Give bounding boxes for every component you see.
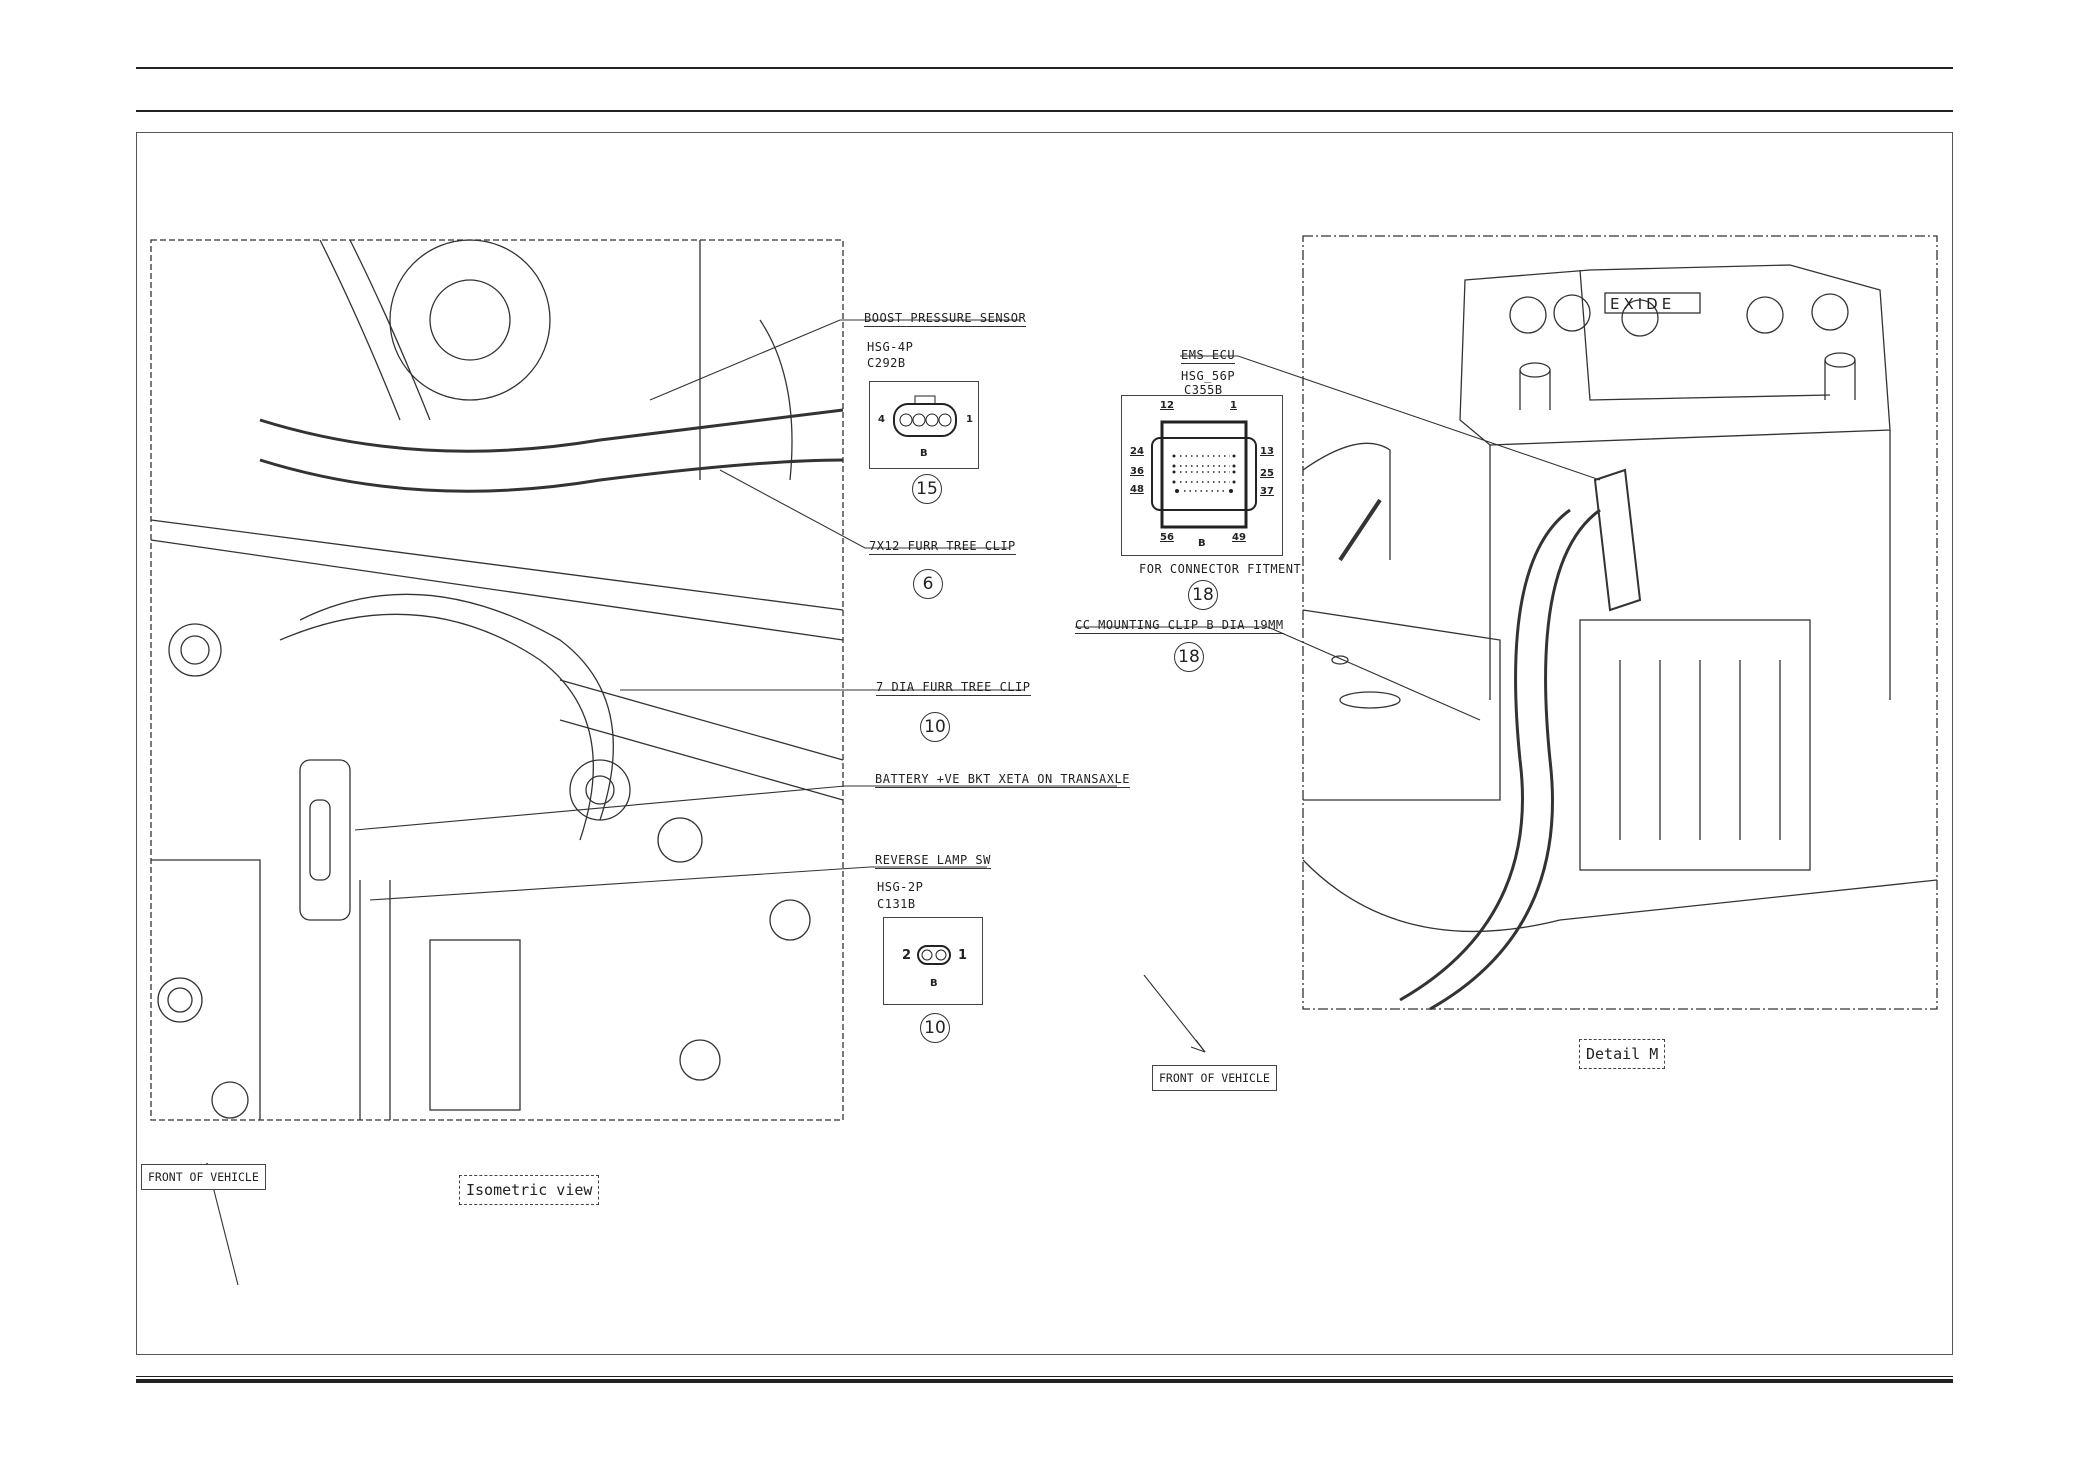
connector-2p-icon: [917, 945, 951, 965]
item-number-6: 6: [913, 569, 943, 599]
pin-label: 48: [1130, 484, 1144, 495]
pin-label: 56: [1160, 532, 1174, 543]
callout-7-dia-furr-tree-clip: 7 DIA FURR TREE CLIP: [876, 680, 1031, 696]
side-label: B: [1198, 538, 1206, 549]
footer-rule-thin: [136, 1376, 1953, 1377]
detail-m-label: Detail M: [1579, 1039, 1666, 1069]
callout-battery-ve-bkt: BATTERY +VE BKT XETA ON TRANSAXLE: [875, 772, 1130, 788]
item-number-18: 18: [1188, 580, 1218, 610]
front-of-vehicle-tag-right: FRONT OF VEHICLE: [1152, 1065, 1277, 1091]
item-number-10: 10: [920, 1013, 950, 1043]
housing-hsg-2p: HSG-2P: [877, 880, 924, 894]
header-rule-bottom: [136, 110, 1953, 112]
callout-ems-ecu: EMS ECU: [1181, 348, 1236, 364]
connector-56p-icon: [1151, 420, 1257, 529]
connector-4p-icon: [893, 395, 957, 437]
pin-label: 25: [1260, 468, 1274, 479]
footer-rule-thick: [136, 1379, 1953, 1383]
connector-face-2p: 2 1 B: [883, 917, 983, 1005]
callout-cc-mounting-clip: CC MOUNTING CLIP B DIA 19MM: [1075, 618, 1284, 634]
connector-c355b: C355B: [1184, 383, 1223, 397]
connector-face-56p: 12 1 24 13 36 25 48 37 56 49 B: [1121, 395, 1283, 556]
housing-hsg-4p: HSG-4P: [867, 340, 914, 354]
connector-fitment-note: FOR CONNECTOR FITMENT: [1139, 562, 1302, 576]
connector-c292b: C292B: [867, 356, 906, 370]
pin-label: 12: [1160, 400, 1174, 411]
pin-label: 13: [1260, 446, 1274, 457]
side-label: B: [930, 978, 938, 989]
header-rule-top: [136, 67, 1953, 69]
pin-label: 37: [1260, 486, 1274, 497]
pin-label: 36: [1130, 466, 1144, 477]
pin-label: 1: [1230, 400, 1237, 411]
pin-label: 1: [958, 948, 968, 963]
item-number-10: 10: [920, 712, 950, 742]
callout-boost-pressure-sensor: BOOST PRESSURE SENSOR: [864, 311, 1027, 327]
side-label: B: [920, 448, 928, 459]
callout-7x12-furr-tree-clip: 7X12 FURR TREE CLIP: [869, 539, 1016, 555]
isometric-view-label: Isometric view: [459, 1175, 600, 1205]
pin-label: 24: [1130, 446, 1144, 457]
connector-c131b: C131B: [877, 897, 916, 911]
item-number-15: 15: [912, 474, 942, 504]
pin-label: 4: [878, 414, 885, 425]
callout-reverse-lamp-sw: REVERSE LAMP SW: [875, 853, 991, 869]
connector-face-4p: 4 1 B: [869, 381, 979, 469]
item-number-18: 18: [1174, 642, 1204, 672]
pin-label: 2: [902, 948, 912, 963]
housing-hsg-56p: HSG_56P: [1181, 369, 1236, 383]
front-of-vehicle-tag-left: FRONT OF VEHICLE: [141, 1164, 266, 1190]
drawing-frame: [136, 132, 1953, 1355]
pin-label: 1: [966, 414, 973, 425]
pin-label: 49: [1232, 532, 1246, 543]
battery-brand-logo: EXIDE: [1610, 295, 1676, 313]
